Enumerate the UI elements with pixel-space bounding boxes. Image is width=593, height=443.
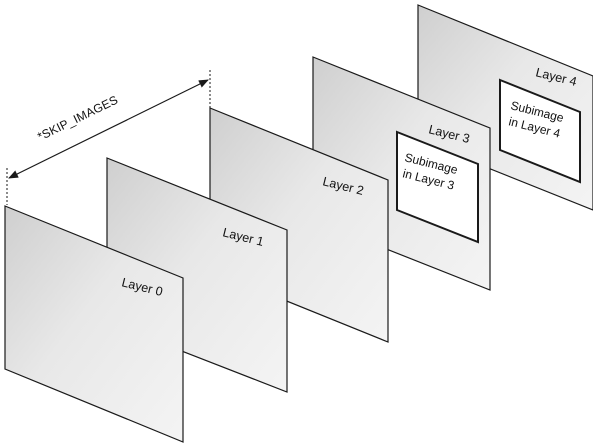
layer-3-subimage-box <box>396 130 479 244</box>
skip-images-label: *SKIP_IMAGES <box>35 93 120 144</box>
dimension-arrow <box>8 79 209 179</box>
layer-4-subimage-box <box>499 78 581 184</box>
layer-3-panel: Subimage in Layer 3 Layer 3 <box>312 56 491 291</box>
layer-4-panel: Subimage in Layer 4 Layer 4 <box>417 4 593 211</box>
layer-0-panel: Layer 0 <box>4 205 184 443</box>
layer-0-plane <box>4 205 184 443</box>
